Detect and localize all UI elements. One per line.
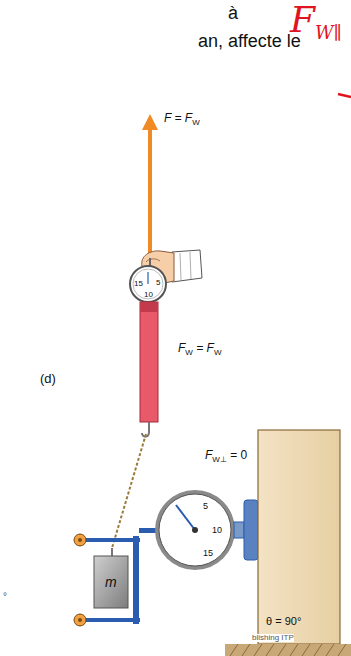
label-text: ° (3, 592, 7, 602)
pen-mark (338, 94, 351, 97)
label-text: W (192, 119, 200, 127)
wall-block (258, 430, 340, 644)
label-text: 10 (212, 526, 222, 535)
label-text: W (185, 349, 193, 357)
label-text: 15 (203, 549, 213, 558)
label-text: 15 (134, 280, 143, 288)
cart (74, 528, 157, 626)
spring-scale (130, 258, 166, 437)
label-text: = F (193, 342, 214, 354)
label-text: 5 (156, 279, 160, 287)
floor (225, 644, 351, 656)
label-text: m (105, 575, 117, 589)
force-arrow (148, 122, 152, 256)
label-text: blishing ITP (252, 634, 294, 642)
label-text: 10 (144, 291, 153, 299)
label-text: F (178, 342, 185, 354)
label-text: F (205, 449, 212, 461)
label-text: 5 (203, 502, 208, 511)
label-text: W⊥ (212, 456, 227, 464)
label-text: θ = 90° (266, 616, 301, 627)
label-text: an, affecte le (198, 32, 301, 50)
label-text: à (228, 4, 238, 22)
label-text: = 0 (227, 449, 247, 461)
label-text: (d) (40, 372, 56, 385)
label-text: W∥ (315, 24, 342, 42)
dial-gauge (155, 490, 258, 570)
label-text: F = F (164, 112, 192, 124)
label-text: W (214, 349, 222, 357)
